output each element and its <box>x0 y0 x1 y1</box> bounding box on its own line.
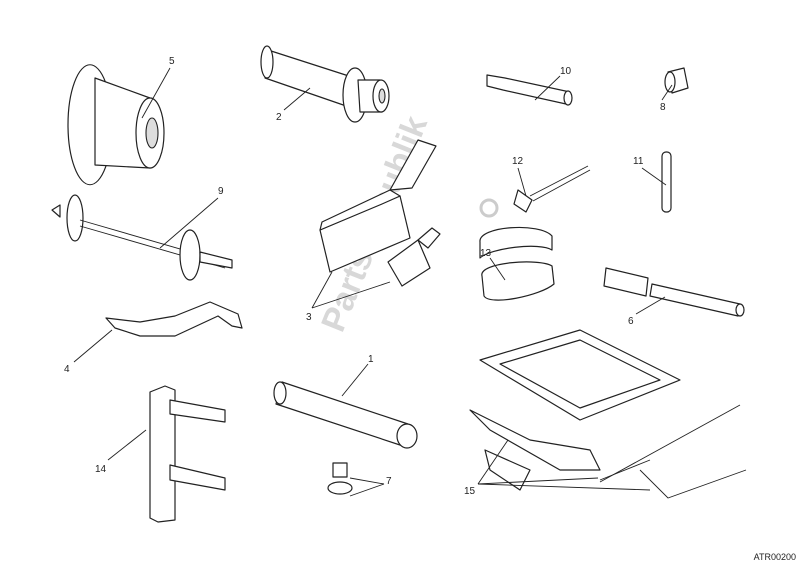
part-3-tool-box-kit <box>319 139 441 287</box>
callout-3: 3 <box>306 312 312 323</box>
part-1-tube-drift <box>273 381 418 449</box>
callout-15: 15 <box>464 486 476 497</box>
callout-4: 4 <box>64 364 70 375</box>
callout-14: 14 <box>95 464 107 475</box>
part-7-plug <box>327 462 353 495</box>
part-12-adapter <box>513 165 591 213</box>
callout-8: 8 <box>660 102 666 113</box>
part-6-installer <box>603 267 745 317</box>
part-13-split-collar <box>479 226 555 301</box>
callout-12: 12 <box>512 156 524 167</box>
part-8-bushing <box>664 67 689 94</box>
part-2-drift <box>260 45 390 123</box>
part-15-lift-stand <box>469 329 747 499</box>
gear-watermark-icon <box>479 198 499 218</box>
callout-2: 2 <box>276 112 282 123</box>
part-11-pin <box>661 151 672 213</box>
part-14-support-fixture <box>149 385 226 523</box>
callout-9: 9 <box>218 186 224 197</box>
diagram-code: ATR00200 <box>753 552 796 562</box>
callout-10: 10 <box>560 66 572 77</box>
part-9-puller-rod <box>51 194 233 281</box>
part-5-bearing-puller <box>67 64 165 186</box>
callout-7: 7 <box>386 476 392 487</box>
callout-6: 6 <box>628 316 634 327</box>
part-10-pin <box>486 74 573 106</box>
leader-lines <box>73 67 673 497</box>
callout-1: 1 <box>368 354 374 365</box>
part-4-hook-wrench <box>105 301 243 337</box>
callout-11: 11 <box>633 156 644 167</box>
callout-13: 13 <box>480 248 492 259</box>
callout-5: 5 <box>169 56 175 67</box>
